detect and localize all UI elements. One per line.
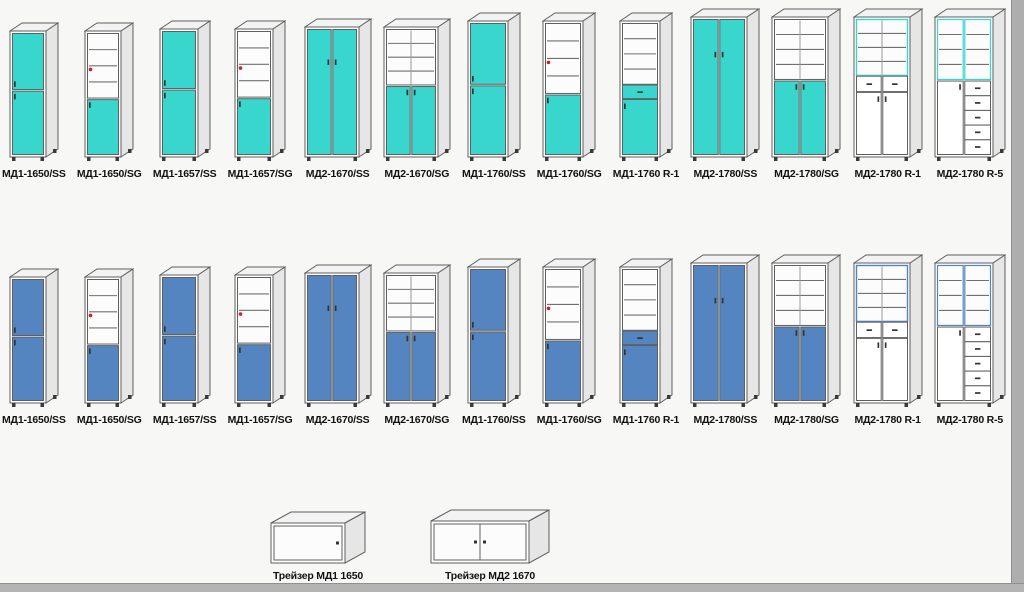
cabinet-figure-n-sg xyxy=(541,12,597,163)
cabinet-label: МД1-1657/SS xyxy=(152,168,217,180)
cabinet-figure-n-ss xyxy=(157,266,212,409)
cabinet-label: МД1-1650/SG xyxy=(76,168,142,180)
cabinet-label: Трейзер МД1 1650 xyxy=(272,570,364,582)
cabinet-label: МД1-1760/SG xyxy=(536,168,602,180)
floor-cabinets-teal-item: МД2-1670/SG xyxy=(382,18,452,180)
cabinet-figure-n-ss xyxy=(157,20,212,163)
cabinet-figure-w-ss xyxy=(689,8,761,163)
cabinet-figure-w-ss xyxy=(302,18,373,163)
cabinet-label: МД2-1780 R-1 xyxy=(854,414,921,426)
cabinet-figure-n-r1 xyxy=(618,258,674,409)
floor-cabinets-blue-item: МД2-1780/SG xyxy=(770,254,843,426)
cabinet-figure-n-ss xyxy=(466,258,522,409)
wall-cabinets-item: Трейзер МД1 1650 xyxy=(270,511,366,582)
floor-cabinets-blue-item: МД1-1650/SG xyxy=(77,268,142,426)
cabinet-label: МД2-1780/SG xyxy=(774,414,839,426)
floor-cabinets-teal-item: МД2-1780/SG xyxy=(770,8,843,180)
cabinet-figure-w-sg xyxy=(382,264,452,409)
cabinet-row-teal: МД1-1650/SS МД1-1650/SG МД1-1657/SS МД1-165… xyxy=(2,4,1007,180)
cabinet-figure-w-sg xyxy=(770,8,843,163)
cabinet-figure-wall2 xyxy=(430,509,550,565)
cabinet-figure-n-ss xyxy=(8,22,60,163)
floor-cabinets-teal-item: МД1-1657/SG xyxy=(228,20,293,180)
floor-cabinets-blue-item: МД1-1657/SG xyxy=(228,266,293,426)
floor-cabinets-teal-item: МД1-1760 R-1 xyxy=(613,12,679,180)
floor-cabinets-teal-item: МД1-1650/SG xyxy=(77,22,142,180)
cabinet-figure-w-r1 xyxy=(852,254,924,409)
floor-cabinets-blue-item: МД2-1780/SS xyxy=(689,254,761,426)
cabinet-figure-wall1 xyxy=(270,511,366,565)
cabinet-label: МД1-1657/SG xyxy=(227,414,293,426)
cabinet-label: МД2-1670/SS xyxy=(305,414,370,426)
cabinet-figure-n-ss xyxy=(466,12,522,163)
cabinet-label: МД1-1650/SG xyxy=(76,414,142,426)
floor-cabinets-blue-item: МД2-1670/SG xyxy=(382,264,452,426)
cabinet-figure-n-sg xyxy=(541,258,597,409)
cabinet-label: МД2-1780 R-5 xyxy=(936,414,1004,426)
floor-cabinets-teal-item: МД2-1780/SS xyxy=(689,8,761,180)
floor-cabinets-blue-item: МД1-1657/SS xyxy=(153,266,217,426)
cabinet-label: Трейзер МД2 1670 xyxy=(444,570,536,582)
floor-cabinets-teal-item: МД1-1760/SG xyxy=(537,12,602,180)
wall-cabinet-row: Трейзер МД1 1650 Трейзер МД2 1670 xyxy=(270,506,550,582)
floor-cabinets-teal-item: МД1-1650/SS xyxy=(2,22,66,180)
cabinet-label: МД1-1760/SS xyxy=(461,414,526,426)
cabinet-label: МД1-1657/SS xyxy=(152,414,217,426)
cabinet-figure-w-sg xyxy=(382,18,452,163)
floor-cabinets-teal-item: МД2-1670/SS xyxy=(302,18,373,180)
cabinet-figure-w-sg xyxy=(770,254,843,409)
cabinet-figure-w-r5 xyxy=(933,254,1007,409)
cabinet-figure-w-r5 xyxy=(933,8,1007,163)
cabinet-figure-n-sg xyxy=(233,266,287,409)
floor-cabinets-blue-item: МД1-1760 R-1 xyxy=(613,258,679,426)
cabinet-figure-n-r1 xyxy=(618,12,674,163)
floor-cabinets-teal-item: МД2-1780 R-5 xyxy=(933,8,1007,180)
cabinet-figure-n-sg xyxy=(233,20,287,163)
floor-cabinets-blue-item: МД2-1670/SS xyxy=(302,264,373,426)
cabinet-figure-w-ss xyxy=(302,264,373,409)
cabinet-figure-w-r1 xyxy=(852,8,924,163)
cabinet-figure-n-sg xyxy=(83,22,135,163)
scan-edge-right xyxy=(1011,0,1024,592)
cabinet-label: МД1-1760/SS xyxy=(461,168,526,180)
cabinet-label: МД1-1650/SS xyxy=(2,414,66,426)
cabinet-label: МД2-1780 R-1 xyxy=(854,168,921,180)
floor-cabinets-teal-item: МД1-1657/SS xyxy=(153,20,217,180)
cabinet-label: МД2-1670/SS xyxy=(305,168,370,180)
scan-edge-bottom xyxy=(0,583,1024,592)
wall-cabinets-item: Трейзер МД2 1670 xyxy=(430,509,550,582)
floor-cabinets-blue-item: МД2-1780 R-5 xyxy=(933,254,1007,426)
floor-cabinets-teal-item: МД2-1780 R-1 xyxy=(852,8,924,180)
cabinet-label: МД2-1780/SS xyxy=(693,168,758,180)
cabinet-label: МД2-1670/SG xyxy=(384,414,450,426)
floor-cabinets-teal-item: МД1-1760/SS xyxy=(462,12,526,180)
cabinet-row-blue: МД1-1650/SS МД1-1650/SG МД1-1657/SS МД1-165… xyxy=(2,250,1007,426)
cabinet-label: МД1-1657/SG xyxy=(227,168,293,180)
cabinet-label: МД2-1780/SS xyxy=(693,414,758,426)
floor-cabinets-blue-item: МД2-1780 R-1 xyxy=(852,254,924,426)
cabinet-label: МД1-1760/SG xyxy=(536,414,602,426)
cabinet-label: МД1-1650/SS xyxy=(2,168,66,180)
floor-cabinets-blue-item: МД1-1760/SG xyxy=(537,258,602,426)
cabinet-label: МД1-1760 R-1 xyxy=(612,168,680,180)
cabinet-label: МД1-1760 R-1 xyxy=(612,414,680,426)
cabinet-figure-n-sg xyxy=(83,268,135,409)
floor-cabinets-blue-item: МД1-1760/SS xyxy=(462,258,526,426)
cabinet-label: МД2-1670/SG xyxy=(384,168,450,180)
cabinet-label: МД2-1780/SG xyxy=(774,168,839,180)
floor-cabinets-blue-item: МД1-1650/SS xyxy=(2,268,66,426)
cabinet-figure-w-ss xyxy=(689,254,761,409)
cabinet-figure-n-ss xyxy=(8,268,60,409)
cabinet-label: МД2-1780 R-5 xyxy=(936,168,1004,180)
